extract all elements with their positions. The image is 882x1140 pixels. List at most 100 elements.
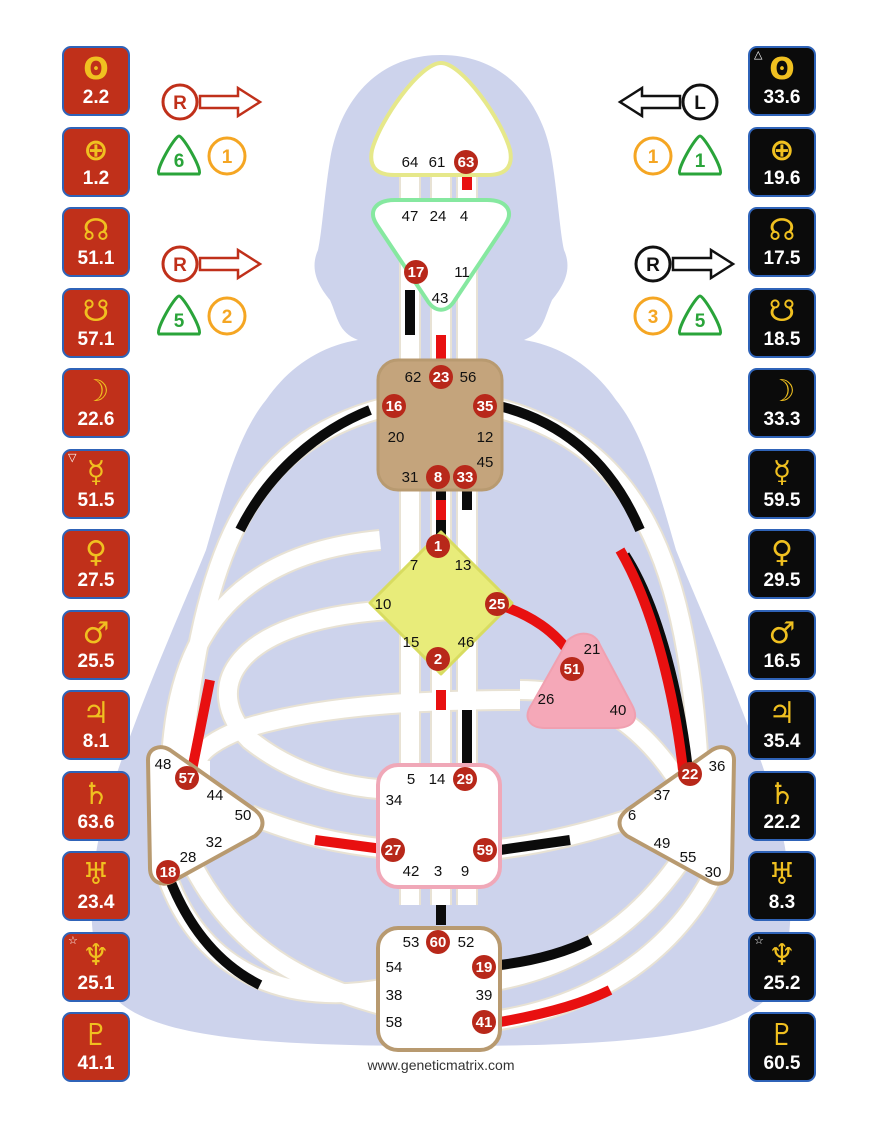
g-center	[368, 530, 514, 676]
gate-label: 17	[408, 264, 425, 281]
variable-letter: L	[694, 93, 706, 114]
solar-plexus-center	[617, 745, 737, 886]
planet-gate-value: 51.5	[77, 489, 115, 511]
gate-label: 44	[207, 787, 224, 804]
personality-planet-uranus[interactable]: ♅8.3	[748, 851, 816, 921]
active-channel-segment	[235, 405, 372, 533]
personality-planet-earth[interactable]: ⊕19.6	[748, 126, 816, 197]
active-gate-marker	[426, 534, 450, 558]
venus-icon: ♀	[771, 535, 793, 570]
gate-label: 28	[180, 849, 197, 866]
design-planet-earth[interactable]: ⊕1.2	[62, 126, 130, 197]
personality-planet-neptune[interactable]: ☆♆25.2	[748, 931, 816, 1002]
personality-planet-pluto[interactable]: ♇60.5	[748, 1012, 816, 1082]
color-circle	[633, 296, 673, 336]
personality-planet-jupiter[interactable]: ♃35.4	[748, 690, 816, 760]
active-gate-marker	[472, 955, 496, 979]
north-node-icon: ☊	[768, 213, 796, 248]
design-planet-mercury[interactable]: ▽ ☿51.5	[62, 448, 130, 519]
planet-gate-value: 25.5	[77, 650, 115, 672]
arrow-circle	[161, 83, 199, 121]
gate-label: 48	[155, 756, 172, 773]
gate-label: 63	[458, 154, 475, 171]
gate-label: 54	[386, 959, 403, 976]
planet-gate-value: 35.4	[763, 731, 801, 752]
active-channel-segment	[493, 400, 645, 532]
gate-label: 23	[433, 369, 450, 386]
gate-label: 49	[654, 835, 671, 852]
design-planet-pluto[interactable]: ♇41.1	[62, 1012, 130, 1082]
earth-icon: ⊕	[83, 132, 109, 168]
gate-label: 61	[429, 154, 446, 171]
planet-gate-value: 57.1	[77, 328, 115, 350]
personality-planet-north-node[interactable]: ☊17.5	[748, 207, 816, 277]
design-planet-neptune[interactable]: ☆♆25.1	[62, 931, 130, 1002]
personality-planet-south-node[interactable]: ☋18.5	[748, 287, 816, 358]
mercury-icon: ☿	[86, 454, 106, 490]
design-planet-north-node[interactable]: ☊51.1	[62, 207, 130, 277]
planet-gate-value: 22.2	[763, 811, 801, 833]
design-planet-venus[interactable]: ♀27.5	[62, 529, 130, 599]
planet-gate-value: 60.5	[763, 1053, 801, 1074]
gate-label: 4	[460, 208, 468, 225]
personality-planet-mars[interactable]: ♂16.5	[748, 609, 816, 680]
tone-value: 6	[174, 151, 185, 172]
active-gate-marker	[485, 592, 509, 616]
active-gate-marker	[678, 762, 702, 786]
planet-gate-value: 27.5	[77, 570, 115, 591]
channel	[181, 855, 403, 1019]
gate-label: 14	[429, 771, 446, 788]
gate-label: 13	[455, 557, 472, 574]
gate-label: 58	[386, 1014, 403, 1031]
planet-gate-value: 1.2	[82, 167, 110, 189]
ajna-center	[371, 198, 511, 312]
planet-gate-value: 23.4	[77, 892, 115, 913]
earth-icon: ⊕	[769, 132, 795, 168]
personality-planet-moon[interactable]: ☽33.3	[748, 368, 816, 438]
root-center	[376, 926, 502, 1052]
gate-label: 12	[477, 429, 494, 446]
gate-label: 46	[458, 634, 475, 651]
tone-triangle	[157, 294, 201, 336]
gate-label: 53	[403, 934, 420, 951]
active-gate-marker	[426, 465, 450, 489]
arrow-circle	[634, 245, 672, 283]
design-planet-south-node[interactable]: ☋57.1	[62, 287, 130, 358]
planet-gate-value: 18.5	[763, 328, 801, 350]
active-channel-segment	[499, 985, 613, 1027]
throat-center	[376, 358, 504, 492]
planet-gate-value: 8.3	[768, 892, 796, 913]
moon-icon: ☽	[768, 374, 796, 409]
gate-label: 15	[403, 634, 420, 651]
personality-planet-mercury[interactable]: ☿59.5	[748, 448, 816, 519]
saturn-icon: ♄	[768, 776, 796, 812]
design-planet-moon[interactable]: ☽22.6	[62, 368, 130, 438]
gate-label: 3	[434, 863, 442, 880]
planet-marker-icon: ☆	[754, 933, 764, 947]
personality-planet-saturn[interactable]: ♄22.2	[748, 770, 816, 841]
planet-gate-value: 33.6	[763, 87, 801, 108]
design-planet-jupiter[interactable]: ♃8.1	[62, 690, 130, 760]
color-circle	[207, 296, 247, 336]
planet-gate-value: 63.6	[77, 811, 115, 833]
neptune-icon: ♆	[82, 937, 110, 973]
design-planet-saturn[interactable]: ♄63.6	[62, 770, 130, 841]
gate-label: 60	[430, 934, 447, 951]
moon-icon: ☽	[82, 374, 110, 409]
planet-marker-icon: ▽	[68, 450, 77, 464]
active-gate-marker	[156, 860, 180, 884]
active-gate-marker	[381, 838, 405, 862]
variable-letter: R	[173, 93, 187, 114]
site-url[interactable]: www.geneticmatrix.com	[367, 1057, 515, 1073]
design-planet-uranus[interactable]: ♅23.4	[62, 851, 130, 921]
design-planet-mars[interactable]: ♂25.5	[62, 609, 130, 680]
mars-icon: ♂	[82, 615, 110, 651]
personality-planet-venus[interactable]: ♀29.5	[748, 529, 816, 599]
variable-arrow: L	[617, 83, 719, 121]
gate-label: 57	[179, 770, 196, 787]
gate-label: 24	[430, 208, 447, 225]
planet-gate-value: 16.5	[763, 650, 801, 672]
